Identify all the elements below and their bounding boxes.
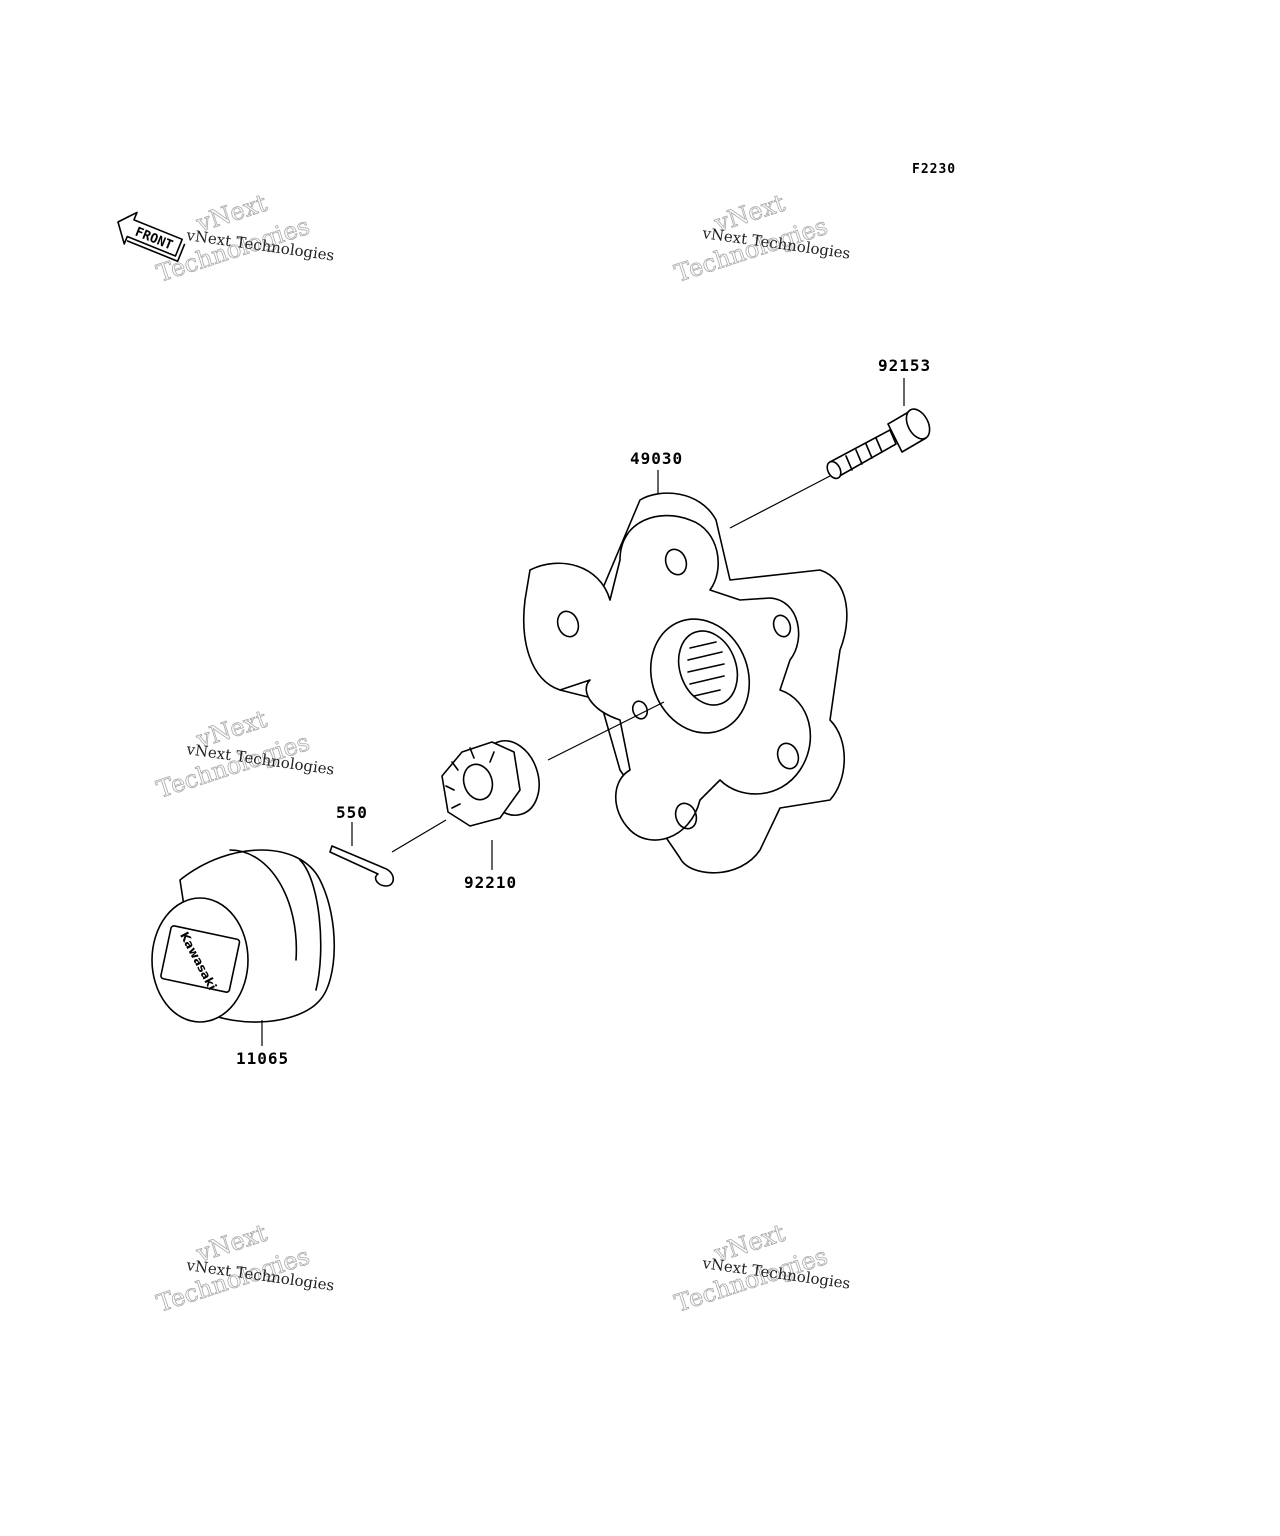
label-550: 550 <box>336 803 368 822</box>
watermark-bottom-right: vNext Technologies vNext Technologies <box>671 1218 852 1318</box>
part-92153-stud[interactable]: 92153 <box>729 356 934 529</box>
part-11065-hub-cap[interactable]: Kawasaki 11065 <box>151 849 336 1068</box>
part-550-cotter-pin[interactable]: 550 <box>329 803 395 887</box>
ref-code: F2230 <box>912 162 956 177</box>
label-49030: 49030 <box>630 449 683 468</box>
label-92210: 92210 <box>464 873 517 892</box>
part-92210-nut[interactable]: 92210 <box>391 733 548 892</box>
label-92153: 92153 <box>878 356 931 375</box>
watermark-bottom-left: vNext Technologies vNext Technologies <box>153 1218 336 1318</box>
watermark-top-right: vNext Technologies vNext Technologies <box>671 188 852 288</box>
part-49030-hub[interactable]: 49030 <box>522 449 848 874</box>
watermark-mid-left: vNext Technologies vNext Technologies <box>153 704 336 804</box>
label-11065: 11065 <box>236 1049 289 1068</box>
